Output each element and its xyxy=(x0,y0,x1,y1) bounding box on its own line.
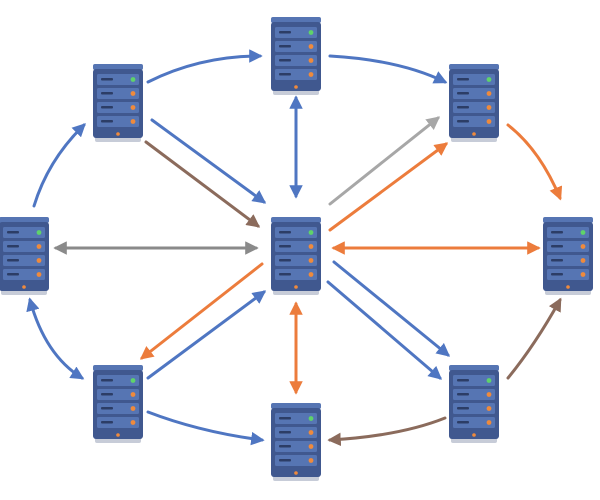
server-top-right xyxy=(449,64,499,142)
server-bottom xyxy=(271,403,321,481)
connection-bottom-left-to-center xyxy=(146,290,267,380)
connection-left-to-top-left xyxy=(32,123,86,208)
server-right xyxy=(543,217,593,295)
connection-bottom-right-to-right xyxy=(506,297,562,380)
connection-top-left-to-center xyxy=(144,140,261,228)
server-top xyxy=(271,17,321,95)
server-center xyxy=(271,217,321,295)
servers-layer xyxy=(0,17,593,481)
connection-center-to-top-right xyxy=(328,116,441,206)
connections-layer xyxy=(26,49,563,447)
connection-top-right-to-right xyxy=(506,123,563,201)
server-left xyxy=(0,217,49,295)
connection-bottom-right-to-bottom xyxy=(327,416,447,447)
connection-center-to-bottom-left xyxy=(139,262,264,360)
connection-top-left-to-center xyxy=(150,118,267,204)
connection-left-to-bottom-left xyxy=(26,297,85,380)
connection-center-to-bottom-right xyxy=(326,280,443,380)
connection-center-to-bottom-right xyxy=(332,260,451,357)
connection-top-to-top-right xyxy=(328,54,448,84)
server-bottom-left xyxy=(93,365,143,443)
server-top-left xyxy=(93,64,143,142)
server-bottom-right xyxy=(449,365,499,443)
connection-center-to-top-right xyxy=(328,142,449,232)
connection-bottom-left-to-bottom xyxy=(146,410,265,446)
connection-top-left-to-top xyxy=(146,49,263,84)
